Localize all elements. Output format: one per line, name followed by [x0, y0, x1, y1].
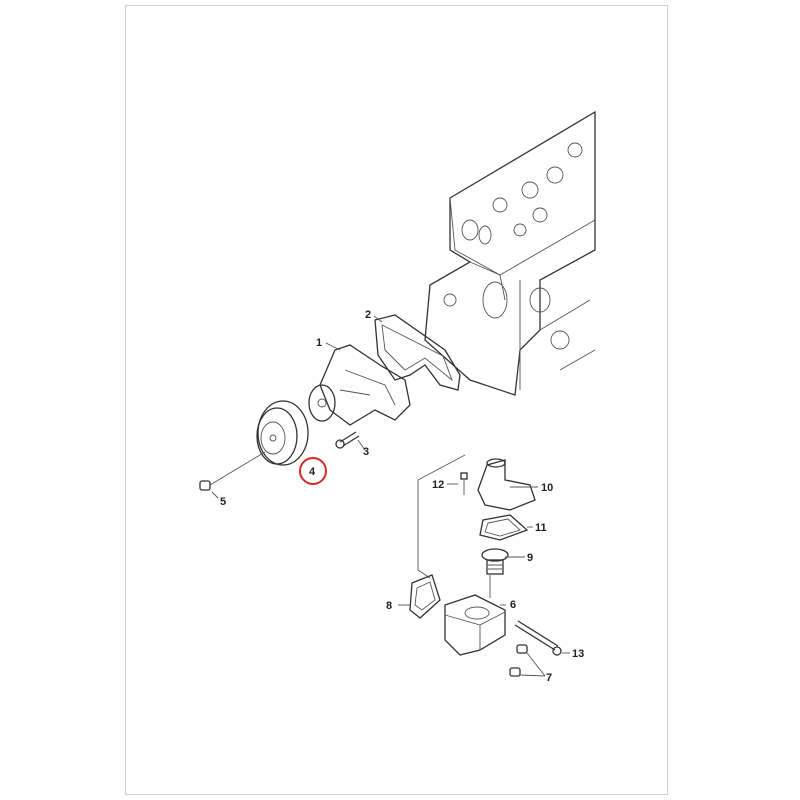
- part-10-thermostat-cover: [477, 458, 536, 511]
- part-3-bolt: [335, 431, 360, 449]
- callout-8: 8: [386, 600, 392, 612]
- part-6-thermostat-housing: [444, 575, 506, 656]
- part-2-gasket: [374, 314, 461, 391]
- callout-1: 1: [316, 337, 322, 349]
- part-5-bolt: [199, 451, 266, 491]
- diagram-frame: [125, 5, 668, 795]
- engine-block: [424, 110, 596, 396]
- callout-5: 5: [220, 496, 226, 508]
- callout-12: 12: [432, 479, 444, 491]
- part-13-bolt: [514, 620, 562, 656]
- part-1-water-pump: [308, 344, 411, 426]
- callout-7: 7: [546, 672, 552, 684]
- callout-9: 9: [527, 552, 533, 564]
- callout-2: 2: [365, 309, 371, 321]
- callout-11: 11: [535, 522, 547, 534]
- callout-6: 6: [510, 599, 516, 611]
- callout-3: 3: [363, 446, 369, 458]
- part-11-gasket: [479, 514, 529, 541]
- part-9-thermostat: [481, 548, 509, 575]
- callout-10: 10: [541, 482, 553, 494]
- part-4-pulley: [256, 400, 309, 466]
- part-12-bolt: [460, 472, 468, 495]
- callout-leaders: [211, 315, 570, 654]
- highlight-circle: [299, 457, 327, 485]
- part-8-gasket: [409, 574, 441, 619]
- assembly-leader-line: [417, 454, 466, 579]
- callout-13: 13: [572, 648, 584, 660]
- part-7-plugs: [509, 644, 546, 677]
- callout-4: 4: [309, 466, 316, 478]
